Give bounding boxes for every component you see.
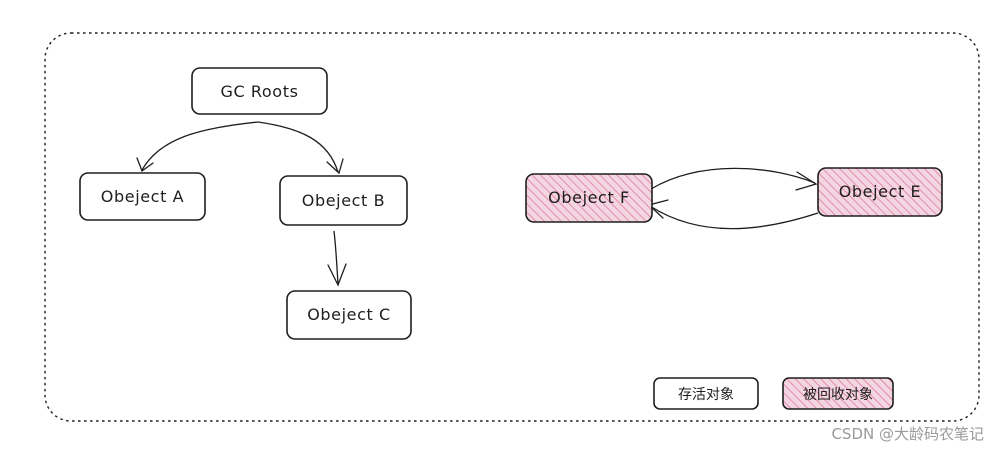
node-object-e-box [817,167,943,217]
diagram-frame [44,32,980,422]
node-object-c-label: Obeject C [307,305,391,324]
node-object-a[interactable]: Obeject A [79,172,206,221]
csdn-watermark: CSDN @大龄码农笔记 [831,425,984,443]
node-object-e[interactable]: Obeject E [817,167,943,217]
edge-object-b-to-object-c [333,230,339,285]
node-object-c[interactable]: Obeject C [286,290,412,340]
legend-collected-label: 被回收对象 [803,387,873,403]
legend-collected-swatch [782,377,894,410]
legend-item-live: 存活对象 [653,377,759,410]
node-gc-roots[interactable]: GC Roots [191,67,328,115]
legend-live-swatch [653,377,759,410]
node-object-a-label: Obeject A [101,187,184,206]
node-object-b[interactable]: Obeject B [279,175,408,226]
node-object-b-label: Obeject B [302,191,385,210]
legend-item-collected: 被回收对象 [782,377,894,410]
node-object-f-box [525,173,653,223]
legend-live-label: 存活对象 [678,387,734,403]
node-object-c-box [286,290,412,340]
arrowhead-object-c [327,263,347,287]
legend: 存活对象 被回收对象 [653,377,894,410]
node-object-e-label: Obeject E [839,182,922,201]
node-object-f-label: Obeject F [548,188,630,207]
node-object-b-box [279,175,408,226]
arrowhead-object-b [326,158,344,175]
edge-object-e-to-object-f [649,205,819,230]
nodes-layer: GC Roots Obeject A Obeject B Obeject C O… [79,67,943,340]
edge-gc-roots-to-object-b [257,121,339,173]
node-object-f[interactable]: Obeject F [525,173,653,223]
node-gc-roots-label: GC Roots [220,82,298,101]
node-gc-roots-box [191,67,328,115]
node-object-a-box [79,172,206,221]
arrowhead-object-a [136,157,154,173]
edges-layer [136,121,819,287]
edge-object-f-to-object-e [650,167,816,190]
arrowhead-object-e [795,171,818,191]
edge-gc-roots-to-object-a [141,121,259,171]
